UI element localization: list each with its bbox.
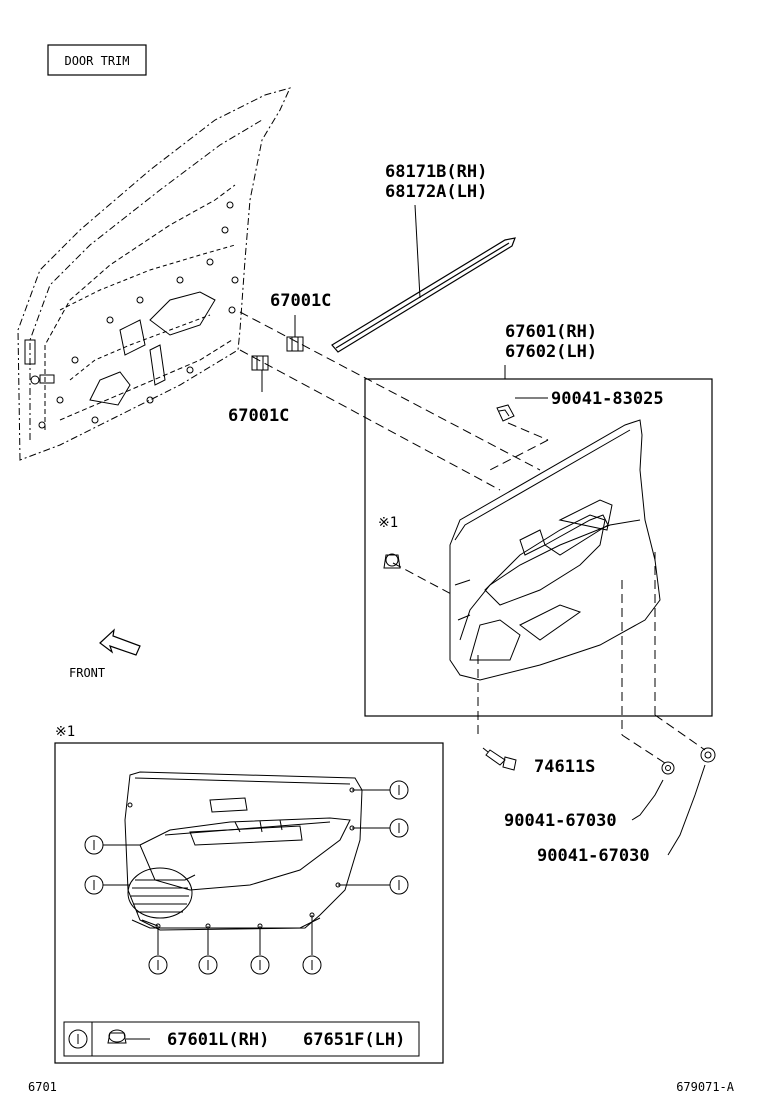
part-label-weatherstrip-rh: 68171B(RH) (385, 162, 487, 182)
inset-star-note: ※1 (55, 724, 75, 740)
weatherstrip-drawing (331, 204, 516, 353)
circle-marker-6 (148, 955, 168, 975)
part-label-weatherstrip-lh: 68172A(LH) (385, 182, 487, 202)
circle-marker-4 (84, 835, 104, 855)
circle-marker-9 (302, 955, 322, 975)
circle-marker-3 (389, 875, 409, 895)
drawing-code: 679071-A (676, 1080, 735, 1094)
circle-marker-7 (198, 955, 218, 975)
page-number: 6701 (28, 1080, 57, 1094)
part-label-clip-top: 90041-83025 (551, 389, 664, 409)
screw-74611s (482, 747, 517, 771)
legend-part-rh: 67601L(RH) (167, 1030, 269, 1050)
clip-90041-83025 (496, 397, 548, 422)
circle-marker-5 (84, 875, 104, 895)
inset-callout-leaders (103, 789, 390, 955)
part-label-screw: 74611S (534, 757, 595, 777)
part-label-door-panel-lh: 67602(LH) (505, 342, 597, 362)
title-box: DOOR TRIM (47, 44, 147, 76)
door-panel-drawing (449, 419, 661, 681)
part-label-clip-upper: 67001C (270, 291, 331, 311)
circle-marker-1 (389, 780, 409, 800)
part-label-clip-lower: 67001C (228, 406, 289, 426)
clip-90041-67030-a (631, 761, 675, 821)
inset-box (54, 742, 444, 1064)
inset-door-panel-drawing (124, 771, 363, 931)
legend-clip-icon (107, 1029, 127, 1044)
clip-67001c-lower (251, 355, 269, 392)
legend-part-lh: 67651F(LH) (303, 1030, 405, 1050)
clip-90041-67030-b (667, 747, 716, 856)
front-arrow-icon (99, 628, 141, 656)
front-label: FRONT (69, 666, 105, 680)
part-label-clip-b: 90041-67030 (537, 846, 650, 866)
part-label-clip-a: 90041-67030 (504, 811, 617, 831)
circle-marker-8 (250, 955, 270, 975)
circle-marker-2 (389, 818, 409, 838)
inset-legend: 67601L(RH) 67651F(LH) (63, 1021, 420, 1057)
assembly-dashed-leaders (239, 311, 706, 766)
diagram-title: DOOR TRIM (64, 54, 129, 68)
star-one-note: ※1 (378, 515, 398, 531)
door-frame-drawing (17, 87, 291, 461)
circle-markers (84, 780, 409, 975)
star-one-clip (383, 553, 401, 569)
door-panel-group-box (364, 378, 713, 717)
legend-circle-marker (68, 1029, 88, 1049)
clip-67001c-upper (286, 315, 304, 352)
part-label-door-panel-rh: 67601(RH) (505, 322, 597, 342)
